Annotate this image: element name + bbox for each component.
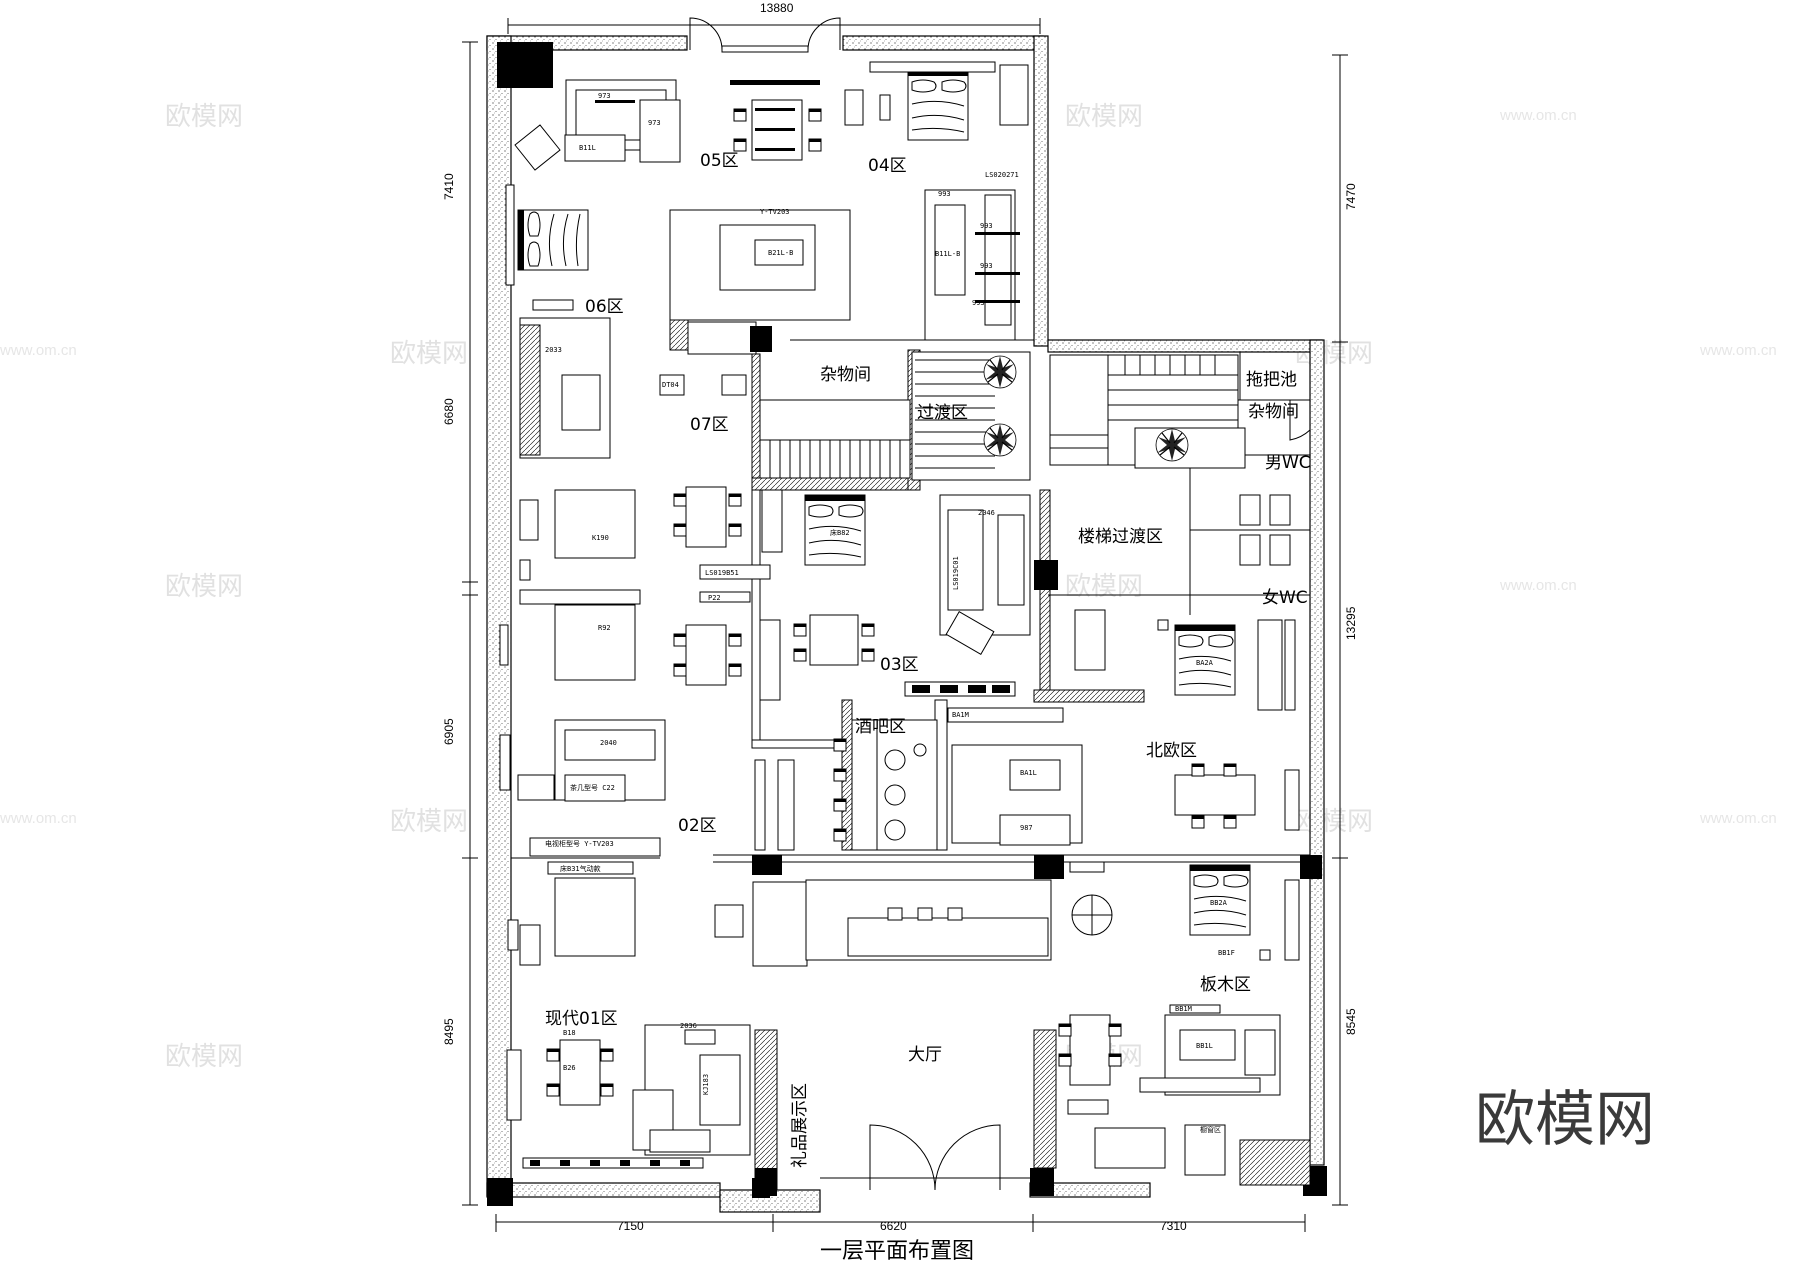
zone-label-storage-2: 杂物间	[1248, 402, 1299, 422]
watermark-url: www.om.cn	[1699, 342, 1777, 359]
label: B18	[563, 1029, 576, 1037]
label: BB2A	[1210, 899, 1228, 907]
zone-label-stair-transition: 楼梯过渡区	[1078, 527, 1163, 547]
zone-label-04: 04区	[868, 156, 907, 176]
dim-right-2: 13295	[1344, 606, 1358, 640]
zone-label-02: 02区	[678, 816, 717, 836]
zone-05-furniture: 973 973 B11L	[514, 61, 1029, 171]
label: P22	[708, 594, 721, 602]
label: 2036	[680, 1022, 697, 1030]
label: B26	[563, 1064, 576, 1072]
watermark: 欧模网	[165, 1042, 243, 1072]
watermark: 欧模网	[1065, 572, 1143, 602]
brand-logo: 欧模网	[1475, 1085, 1655, 1155]
label: B11L	[579, 144, 596, 152]
label: BB1F	[1218, 949, 1235, 957]
label: BB1M	[1175, 1005, 1192, 1013]
dim-left-4: 8495	[442, 1018, 456, 1045]
zone-label-wood: 板木区	[1200, 975, 1251, 995]
label: 床B31气动款	[560, 864, 601, 873]
label: 床B82	[830, 528, 850, 537]
zone-label-gift-display: 礼品展示区	[790, 1083, 810, 1168]
stairs	[759, 351, 1246, 481]
dim-left-3: 6905	[442, 718, 456, 745]
label: 茶几型号 C22	[570, 783, 615, 792]
label: Y-TV203	[760, 208, 790, 216]
label: BA1M	[952, 711, 969, 719]
label: 993	[938, 190, 951, 198]
nordic-furniture: BA1M BA1L 987 BA2A	[947, 609, 1300, 846]
watermark: 欧模网	[165, 102, 243, 132]
label: R92	[598, 624, 611, 632]
dimension-lines: 13880 7410 6680 6905 8495 7470 13295 854…	[442, 1, 1358, 1233]
label: 橱窗区	[1200, 1125, 1221, 1134]
zone-07-furniture: DT04 K190 R92	[499, 374, 747, 686]
label: 993	[980, 222, 993, 230]
dim-left-2: 6680	[442, 398, 456, 425]
bar-furniture	[833, 719, 938, 851]
zone-label-storage-1: 杂物间	[820, 365, 871, 385]
label: B21L-B	[768, 249, 793, 257]
hall-furniture	[714, 879, 1052, 967]
zone-labels: 05区 04区 06区 07区 杂物间 过渡区 拖把池 杂物间 男WC 楼梯过渡…	[545, 151, 1311, 1168]
label: 973	[598, 92, 611, 100]
watermark-url: www.om.cn	[1499, 577, 1577, 594]
plan-title: 一层平面布置图	[820, 1239, 974, 1263]
dim-bottom-3: 7310	[1160, 1219, 1187, 1233]
zone-06-furniture: 2033 Y-TV203 B21L-B B11L-B 993 993 993 9…	[505, 171, 1020, 459]
zone-label-women-wc: 女WC	[1262, 588, 1308, 608]
label: 993	[972, 299, 985, 307]
dim-top: 13880	[760, 1, 794, 15]
dim-left-1: 7410	[442, 173, 456, 200]
zone-label-nordic: 北欧区	[1146, 741, 1197, 761]
label: 电视柜型号 Y-TV203	[545, 839, 614, 848]
zone-label-modern-01: 现代01区	[545, 1009, 618, 1029]
label: BA2A	[1196, 659, 1214, 667]
watermark: 欧模网	[1065, 102, 1143, 132]
label: K190	[592, 534, 609, 542]
zone-label-men-wc: 男WC	[1265, 453, 1311, 473]
label: 2033	[545, 346, 562, 354]
label: BB1L	[1196, 1042, 1213, 1050]
label: B11L-B	[935, 250, 960, 258]
zone-label-transition: 过渡区	[917, 403, 968, 423]
zone-label-mop-sink: 拖把池	[1246, 370, 1297, 390]
zone-label-hall: 大厅	[908, 1045, 942, 1065]
dim-bottom-2: 6620	[880, 1219, 907, 1233]
zone-label-03: 03区	[880, 655, 919, 675]
label: 2046	[978, 509, 995, 517]
label: 2040	[600, 739, 617, 747]
wood-zone-furniture: BB2A BB1L BB1M BB1F 橱窗区	[1058, 861, 1300, 1176]
zone-label-07: 07区	[690, 415, 729, 435]
label: LS020271	[985, 171, 1019, 179]
watermark: 欧模网	[165, 572, 243, 602]
watermark-url: www.om.cn	[0, 810, 77, 827]
zone-03-furniture: 床B82 2046 LS019C01 LS019B51 P22	[699, 489, 1031, 701]
label: 993	[980, 262, 993, 270]
watermark: 欧模网	[390, 339, 468, 369]
label: 973	[648, 119, 661, 127]
watermark-url: www.om.cn	[1699, 810, 1777, 827]
watermark-url: www.om.cn	[0, 342, 77, 359]
dim-bottom-1: 7150	[617, 1219, 644, 1233]
label: LS019C01	[952, 556, 960, 590]
label: 987	[1020, 824, 1033, 832]
label: BA1L	[1020, 769, 1037, 777]
label: LS019B51	[705, 569, 739, 577]
watermark-url: www.om.cn	[1499, 107, 1577, 124]
zone-label-06: 06区	[585, 297, 624, 317]
watermark: 欧模网	[1295, 807, 1373, 837]
zone-label-05: 05区	[700, 151, 739, 171]
modern-01-furniture: 床B31气动款 B18 B26 2036 KJ183	[506, 861, 751, 1169]
dim-right-3: 8545	[1344, 1008, 1358, 1035]
watermark: 欧模网	[390, 807, 468, 837]
zone-label-bar: 酒吧区	[855, 717, 906, 737]
wc-fixtures	[1239, 494, 1291, 566]
zone-02-furniture: 茶几型号 C22 2040 电视柜型号 Y-TV203	[499, 719, 795, 857]
label: DT04	[662, 381, 679, 389]
label: KJ183	[702, 1074, 710, 1095]
dim-right-1: 7470	[1344, 183, 1358, 210]
